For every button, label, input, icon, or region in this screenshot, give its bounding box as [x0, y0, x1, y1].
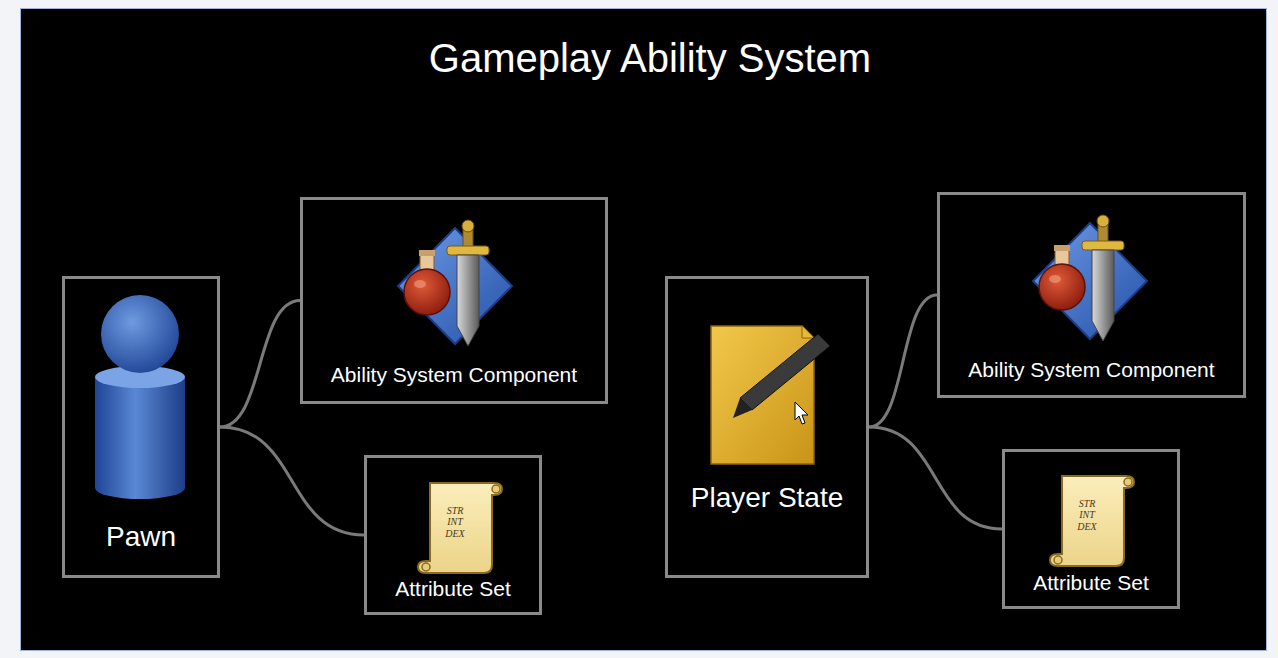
node-label: Attribute Set: [367, 577, 539, 601]
component-box: Ability System Component: [300, 197, 608, 404]
paper-pen-icon: [711, 326, 830, 464]
node-label: Ability System Component: [940, 358, 1243, 382]
diagram-title: Gameplay Ability System: [20, 36, 1278, 81]
mouse-cursor: [795, 402, 808, 424]
node-label: Player State: [668, 482, 866, 514]
scroll-stats: STR INT DEX: [438, 505, 472, 540]
scroll-icon: [1050, 476, 1134, 566]
pawn-box: Pawn: [62, 276, 220, 578]
connector-curve: [869, 427, 1002, 529]
node-label: Ability System Component: [303, 363, 605, 387]
player-state-box: Player State: [665, 276, 869, 578]
connector-curve: [220, 427, 364, 535]
ability-icon: [398, 220, 512, 346]
connector-curve: [220, 301, 300, 428]
node-label: Pawn: [65, 521, 217, 553]
pawn-figure: [95, 295, 185, 499]
ability-icon: [1033, 215, 1147, 341]
component-box: Ability System Component: [937, 192, 1246, 398]
scroll-icon: [418, 483, 502, 573]
connector-curve: [869, 295, 937, 427]
node-label: Attribute Set: [1005, 571, 1177, 595]
scroll-stats: STR INT DEX: [1070, 498, 1104, 533]
